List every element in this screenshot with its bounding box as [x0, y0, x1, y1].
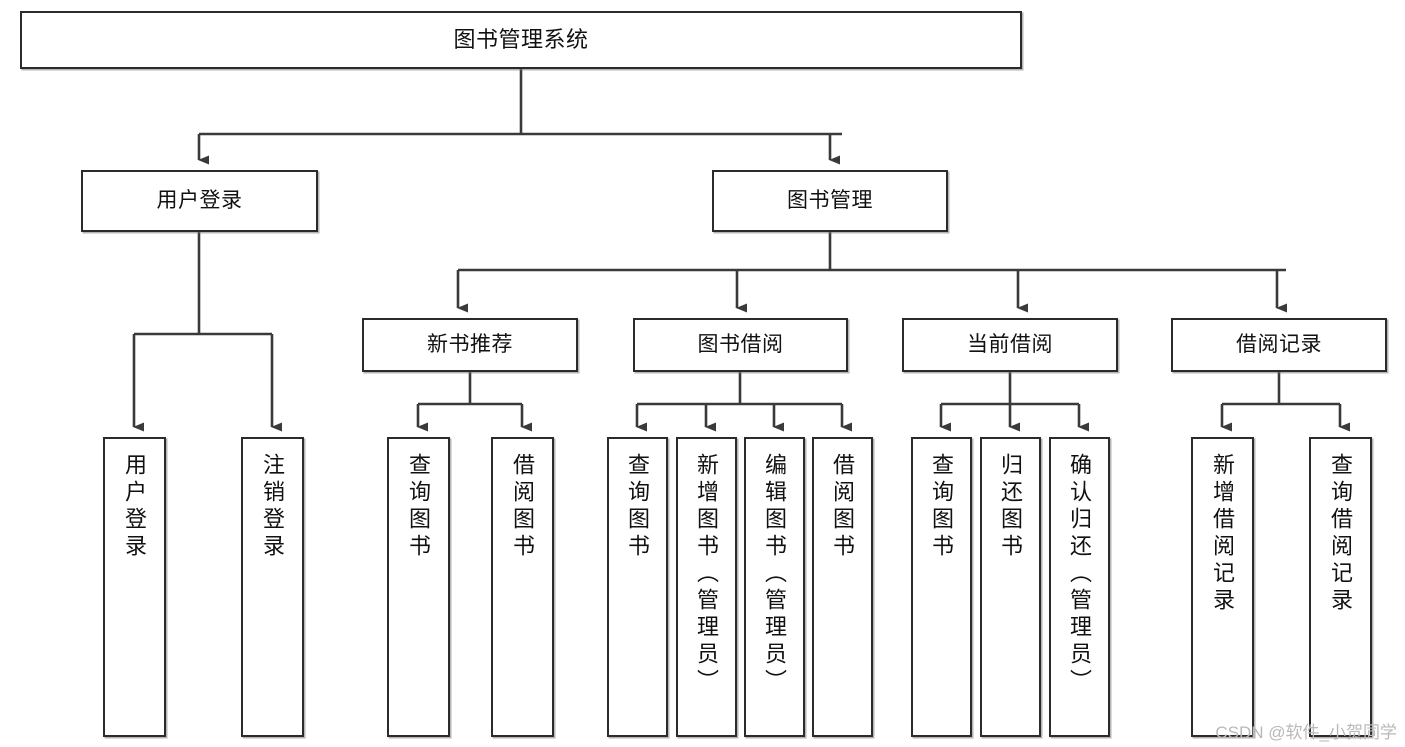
node-label: 图书管理系统	[453, 27, 589, 53]
leaf-edit-book-admin[interactable]: 编辑图书（管理员）	[744, 437, 805, 737]
node-label: 图书借阅	[697, 332, 784, 356]
node-label: 新增借阅记录	[1210, 453, 1236, 615]
leaf-add-borrow-record[interactable]: 新增借阅记录	[1191, 437, 1254, 737]
node-label: 查询图书	[406, 453, 432, 561]
leaf-add-book-admin[interactable]: 新增图书（管理员）	[676, 437, 737, 737]
node-label: 新书推荐	[427, 332, 513, 356]
node-book-management[interactable]: 图书管理	[712, 170, 948, 232]
node-user-login[interactable]: 用户登录	[81, 170, 318, 232]
leaf-logout[interactable]: 注销登录	[241, 437, 304, 737]
node-label: 借阅图书	[830, 453, 856, 561]
leaf-query-borrow-record[interactable]: 查询借阅记录	[1309, 437, 1372, 737]
node-label: 当前借阅	[967, 332, 1053, 356]
csdn-watermark: CSDN @软件_小贺同学	[1215, 723, 1397, 742]
node-label: 新增图书（管理员）	[694, 453, 720, 696]
node-label: 确认归还（管理员）	[1067, 453, 1093, 696]
node-label: 查询图书	[929, 453, 955, 561]
leaf-borrow-book[interactable]: 借阅图书	[812, 437, 873, 737]
node-label: 图书管理	[787, 188, 873, 212]
node-label: 查询借阅记录	[1328, 453, 1354, 615]
node-label: 编辑图书（管理员）	[762, 453, 788, 696]
node-label: 用户登录	[156, 188, 243, 212]
node-label: 借阅记录	[1236, 332, 1322, 356]
leaf-query-book-current[interactable]: 查询图书	[911, 437, 972, 737]
node-label: 查询图书	[625, 453, 651, 561]
leaf-user-login[interactable]: 用户登录	[103, 437, 166, 737]
leaf-return-book[interactable]: 归还图书	[980, 437, 1041, 737]
node-label: 借阅图书	[510, 453, 536, 561]
leaf-query-book-new[interactable]: 查询图书	[387, 437, 450, 737]
leaf-borrow-book-new[interactable]: 借阅图书	[491, 437, 554, 737]
node-label: 用户登录	[122, 453, 148, 561]
node-borrow-record[interactable]: 借阅记录	[1171, 318, 1387, 372]
node-current-borrow[interactable]: 当前借阅	[902, 318, 1118, 372]
node-label: 归还图书	[998, 453, 1024, 561]
leaf-query-book-borrow[interactable]: 查询图书	[607, 437, 668, 737]
node-label: 注销登录	[260, 453, 286, 561]
node-root-book-management-system[interactable]: 图书管理系统	[20, 11, 1022, 69]
node-new-book-recommend[interactable]: 新书推荐	[362, 318, 578, 372]
leaf-confirm-return-admin[interactable]: 确认归还（管理员）	[1049, 437, 1110, 737]
node-book-borrow[interactable]: 图书借阅	[633, 318, 848, 372]
